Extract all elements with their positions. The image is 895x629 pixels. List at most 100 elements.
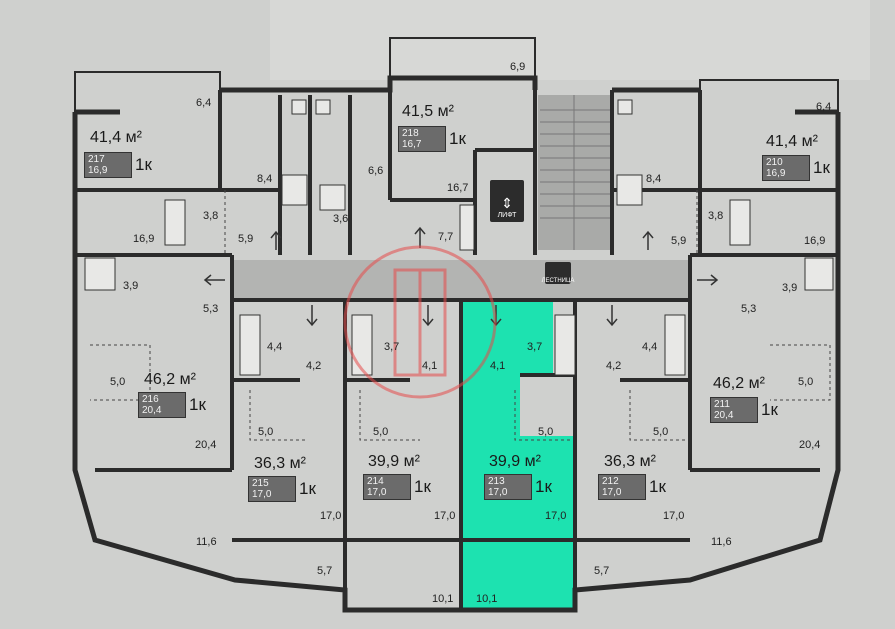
room-label: 3,9 <box>782 282 798 294</box>
room-label: 8,4 <box>257 173 273 185</box>
apartment-216-living: 20,4 <box>142 405 162 416</box>
corridor <box>232 260 690 300</box>
apartment-210-living: 16,9 <box>766 168 786 179</box>
room-label: 3,9 <box>123 280 139 292</box>
room-label: 11,6 <box>196 536 217 548</box>
apartment-214-living: 17,0 <box>367 487 387 498</box>
room-label: 4,1 <box>490 360 506 372</box>
apartment-215-living: 17,0 <box>252 489 272 500</box>
room-label: 6,4 <box>196 97 212 109</box>
apartment-216-number: 216 <box>142 394 159 405</box>
elevator-label: ЛИФТ <box>497 212 517 219</box>
apartment-214-number: 214 <box>367 476 384 487</box>
apartment-212-living: 17,0 <box>602 487 622 498</box>
room-label: 5,0 <box>110 376 126 388</box>
apartment-211-living: 20,4 <box>714 410 734 421</box>
room-label: 16,7 <box>447 182 469 194</box>
apartment-218-area: 41,5 м² <box>402 103 454 120</box>
stair-steps <box>540 95 610 250</box>
apartment-218-living: 16,7 <box>402 139 422 150</box>
apartment-217-living: 16,9 <box>88 165 108 176</box>
room-label: 17,0 <box>545 510 567 522</box>
apartment-210-area: 41,4 м² <box>766 133 818 150</box>
room-label: 4,2 <box>306 360 322 372</box>
stair-exit-label: ЛЕСТНИЦА <box>541 278 575 284</box>
room-label: 5,0 <box>798 376 814 388</box>
room-label: 3,6 <box>333 213 349 225</box>
apartment-213-living: 17,0 <box>488 487 508 498</box>
interior-walls <box>75 90 838 610</box>
apartment-212-number: 212 <box>602 476 619 487</box>
direction-arrows <box>203 226 719 327</box>
room-label: 6,4 <box>816 101 832 113</box>
apartment-210-number: 210 <box>766 157 783 168</box>
room-label: 5,7 <box>317 565 333 577</box>
room-label: 6,6 <box>368 165 384 177</box>
top-page-band <box>270 0 870 80</box>
apartment-216-rooms: 1к <box>189 395 206 414</box>
room-label: 4,1 <box>422 360 438 372</box>
room-label: 5,0 <box>373 426 389 438</box>
stairwell <box>538 95 612 250</box>
dashed-outlines <box>90 190 831 441</box>
room-label: 20,4 <box>799 439 821 451</box>
room-label: 5,9 <box>671 235 687 247</box>
room-label: 4,4 <box>642 341 658 353</box>
apartment-215-rooms: 1к <box>299 479 316 498</box>
room-label: 4,2 <box>606 360 622 372</box>
room-label: 3,8 <box>203 210 219 222</box>
room-label: 3,7 <box>527 341 543 353</box>
apartment-217-area: 41,4 м² <box>90 129 142 146</box>
apartment-211-number: 211 <box>714 399 730 410</box>
room-label: 5,0 <box>258 426 274 438</box>
apartment-217-number: 217 <box>88 154 105 165</box>
room-label: 11,6 <box>711 536 732 548</box>
room-label: 10,1 <box>476 593 498 605</box>
apartment-214-area: 39,9 м² <box>368 453 420 470</box>
apartment-211-area: 46,2 м² <box>713 375 765 392</box>
apartment-210-rooms: 1к <box>813 158 830 177</box>
apartment-213-highlight[interactable] <box>461 302 575 610</box>
apartment-215-number: 215 <box>252 478 269 489</box>
apartment-213-number: 213 <box>488 476 505 487</box>
room-label: 17,0 <box>663 510 685 522</box>
apartment-212-rooms: 1к <box>649 477 666 496</box>
apartment-213-area: 39,9 м² <box>489 453 541 470</box>
room-label: 17,0 <box>320 510 342 522</box>
bathroom-fixtures <box>84 99 834 376</box>
room-label: 17,0 <box>434 510 456 522</box>
room-label: 5,3 <box>741 303 757 315</box>
apartment-218-rooms: 1к <box>449 129 466 148</box>
room-label: 8,4 <box>646 173 662 185</box>
room-label: 7,7 <box>438 231 454 243</box>
room-label: 16,9 <box>804 235 826 247</box>
apartment-216-area: 46,2 м² <box>144 371 196 388</box>
apartment-215-area: 36,3 м² <box>254 455 306 472</box>
elevator-icon: ⇕ЛИФТ <box>490 180 524 222</box>
room-label: 5,9 <box>238 233 254 245</box>
room-label: 5,7 <box>594 565 610 577</box>
apartment-212-area: 36,3 м² <box>604 453 656 470</box>
room-label: 5,3 <box>203 303 219 315</box>
room-label: 5,0 <box>653 426 669 438</box>
apartment-218-number: 218 <box>402 128 419 139</box>
stair-exit-icon: ЛЕСТНИЦА <box>542 262 574 284</box>
watermark-logo <box>343 245 497 399</box>
apartment-211-rooms: 1к <box>761 400 778 419</box>
room-label: 5,0 <box>538 426 554 438</box>
room-label: 3,7 <box>384 341 400 353</box>
room-label: 6,9 <box>510 61 526 73</box>
apartment-214-rooms: 1к <box>414 477 431 496</box>
room-label: 16,9 <box>133 233 155 245</box>
